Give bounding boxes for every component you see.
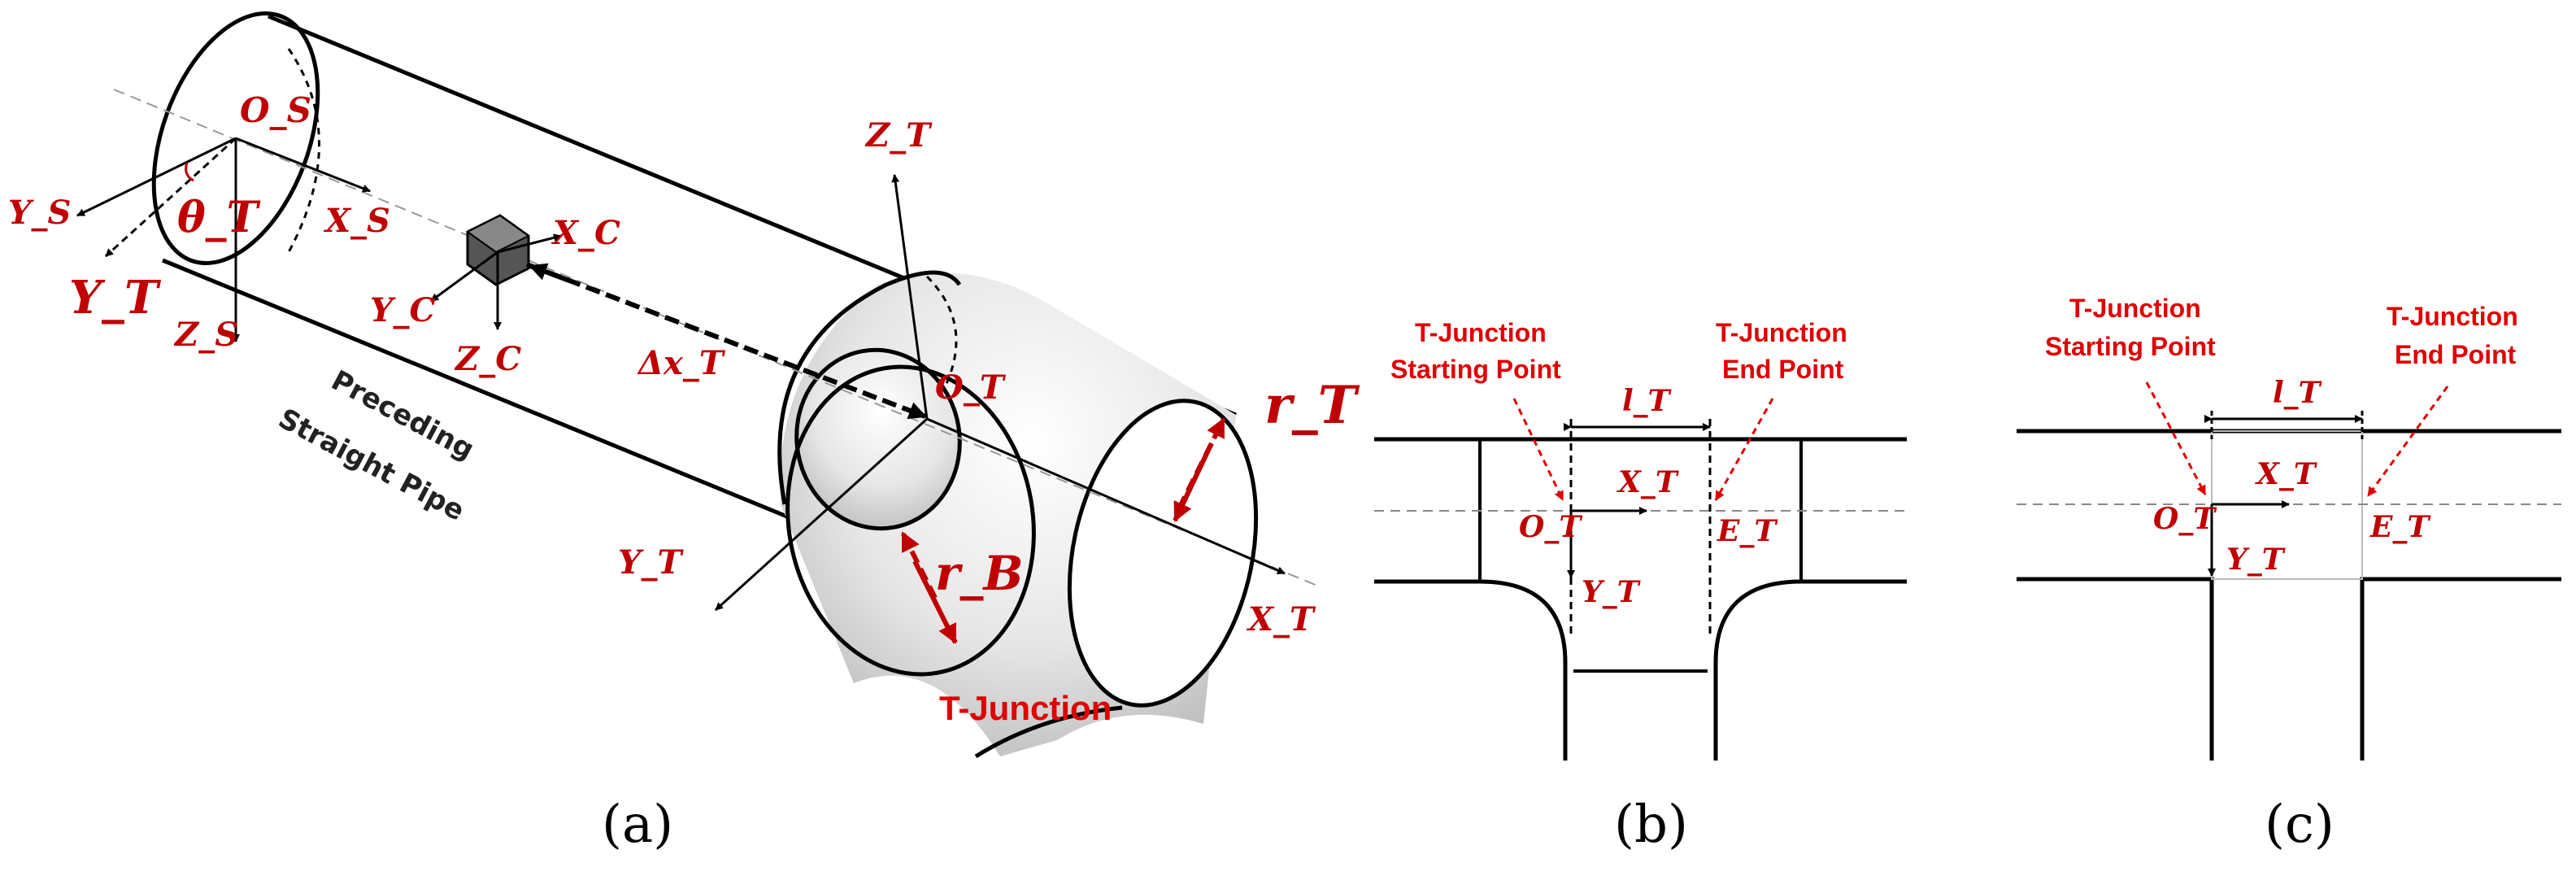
start-pointer (2145, 381, 2207, 495)
label-start-1: T-Junction (2069, 294, 2201, 323)
label-et: E_T (1717, 514, 1778, 548)
label-et: E_T (2369, 510, 2430, 544)
axis-yt-arrow (714, 417, 929, 612)
label-delta-x: Δx_T (637, 344, 726, 382)
label-yt: Y_T (2226, 543, 2286, 577)
label-start-1: T-Junction (1415, 318, 1547, 347)
label-ot: O_T (1519, 510, 1582, 544)
delta-x-arrow (525, 262, 927, 420)
axis-xt-arrow (926, 417, 1286, 575)
pipe-bottom-edge (162, 258, 798, 523)
caption-a: (a) (602, 795, 673, 855)
caption-c: (c) (2265, 795, 2334, 855)
delta-x-arrow-back (529, 263, 571, 283)
axis-yt-dashed-arrow (104, 137, 237, 258)
label-yt: Y_T (1582, 575, 1641, 609)
panel-a: O_S Y_S X_S Z_S θ_T Y_T X_C Y_C Z_C Δx_T… (8, 11, 1360, 855)
label-lt: l_T (2273, 376, 2322, 410)
label-rt: r_T (1264, 375, 1360, 436)
label-xc: X_C (550, 214, 620, 252)
pipe-bottom-wall-right (1713, 579, 1907, 761)
pipe-start-back-half (287, 48, 320, 253)
label-ot: O_T (2153, 502, 2217, 536)
axis-xs-arrow (235, 137, 371, 193)
label-end-1: T-Junction (1716, 318, 1847, 347)
end-pointer (1714, 398, 1774, 501)
axis-zt-arrow (891, 174, 929, 420)
axis-ys-arrow (76, 137, 237, 217)
label-end-2: End Point (1722, 355, 1844, 384)
label-end-1: T-Junction (2387, 302, 2518, 331)
caption-b: (b) (1614, 795, 1688, 855)
junction-bottom-edge (974, 705, 1123, 759)
radius-b-arrow-back (912, 560, 958, 644)
axis-yc-arrow (430, 251, 498, 303)
label-theta: θ_T (177, 193, 261, 242)
label-start-2: Starting Point (1390, 355, 1561, 384)
label-xt: X_T (2255, 457, 2317, 491)
label-t-junction: T-Junction (939, 689, 1112, 727)
label-xs: X_S (323, 202, 390, 240)
pipe-bottom-wall-left (2017, 577, 2214, 761)
label-yc: Y_C (370, 291, 436, 329)
label-zt: Z_T (864, 116, 933, 155)
label-ys: Y_S (8, 194, 71, 232)
label-yt: Y_T (618, 543, 685, 582)
label-end-2: End Point (2395, 340, 2517, 369)
camera-box-top (466, 214, 530, 254)
end-pointer (2366, 386, 2449, 497)
label-lt: l_T (1622, 384, 1672, 418)
label-xt: X_T (1246, 600, 1316, 638)
panel-c: T-Junction Starting Point T-Junction End… (2017, 294, 2561, 855)
label-zs: Z_S (173, 316, 238, 354)
junction-top-dashed (925, 275, 958, 391)
label-xt: X_T (1617, 465, 1679, 499)
label-os: O_S (240, 90, 311, 130)
start-pointer (1512, 398, 1564, 501)
junction-end-ellipse (1067, 399, 1259, 708)
label-yt-dashed: Y_T (69, 271, 162, 325)
label-ot: O_T (935, 368, 1007, 407)
theta-arc (185, 162, 194, 182)
junction-top-outline (777, 270, 962, 505)
label-start-2: Starting Point (2045, 332, 2216, 361)
panel-b: T-Junction Starting Point T-Junction End… (1374, 318, 1907, 855)
label-rb: r_B (935, 546, 1024, 601)
axis-xc-arrow (497, 233, 562, 254)
pipe-bottom-wall-right (2360, 577, 2561, 761)
label-zc: Z_C (454, 340, 521, 378)
pipe-bottom-wall-left (1374, 579, 1568, 761)
radius-t-arrow-back (1173, 442, 1214, 522)
pipe-start-ellipse (151, 11, 320, 265)
